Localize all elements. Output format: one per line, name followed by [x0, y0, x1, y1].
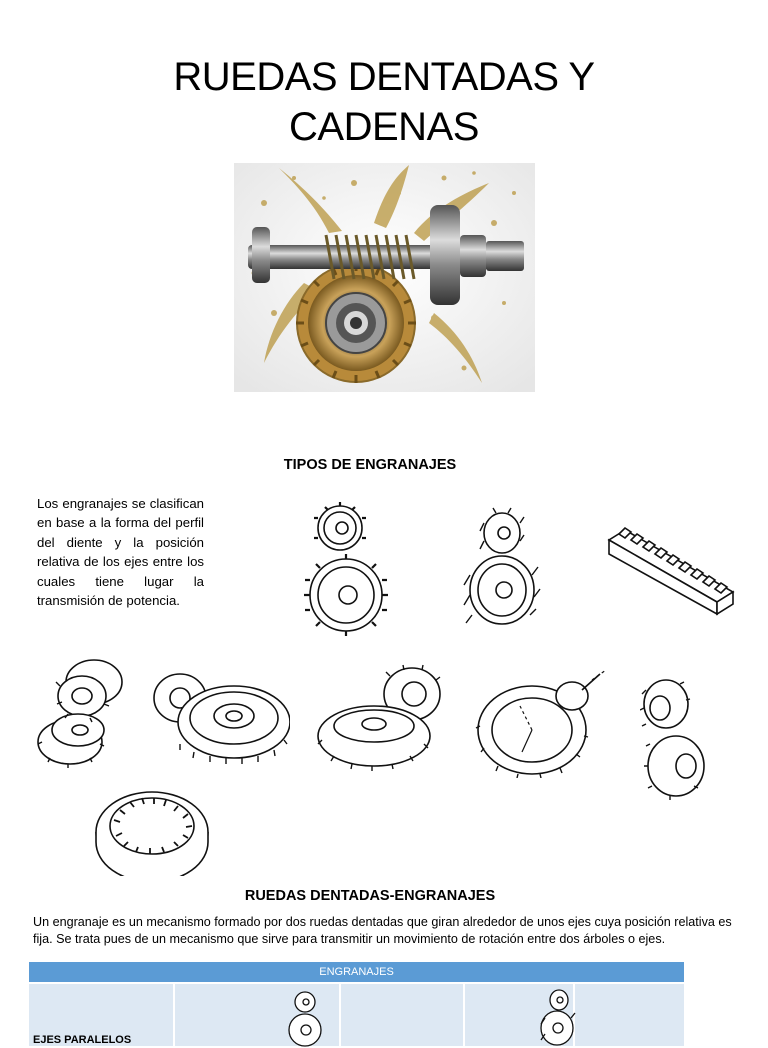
title-line-2: CADENAS [289, 105, 479, 149]
engranajes-table: ENGRANAJES EJES PARALELOS [29, 962, 685, 1047]
bevel-gears-drawing-1 [37, 659, 123, 768]
spur-gears-drawing [304, 502, 388, 636]
crossed-helical-gears-drawing [640, 679, 705, 800]
small-spur-gear-drawing [288, 991, 322, 1047]
section-heading-tipos: TIPOS DE ENGRANAJES [283, 457, 457, 473]
row-label-ejes-paralelos: EJES PARALELOS [29, 984, 175, 1046]
table-cell-empty-1 [340, 984, 465, 1046]
rack-gear-drawing [607, 526, 735, 616]
hypoid-gears-drawing [475, 669, 606, 778]
definition-paragraph: Un engranaje es un mecanismo formado por… [33, 915, 732, 946]
bevel-gears-drawing-2 [153, 673, 290, 764]
table-cell-helical-gear [464, 984, 576, 1046]
table-cell-empty-2 [574, 984, 685, 1046]
table-header: ENGRANAJES [29, 962, 685, 982]
table-cell-spur-gear [174, 984, 341, 1047]
intro-paragraph: Los engranajes se clasifican en base a l… [37, 496, 204, 609]
helical-gears-drawing [463, 507, 541, 625]
worm-gear-photo [234, 163, 535, 392]
page-title: RUEDAS DENTADAS Y CADENAS [0, 52, 768, 152]
internal-gear-drawing [95, 791, 209, 876]
small-helical-gear-drawing [540, 989, 576, 1046]
bevel-gears-drawing-3 [317, 664, 441, 771]
section-heading-engranajes: RUEDAS DENTADAS-ENGRANAJES [244, 888, 496, 904]
title-line-1: RUEDAS DENTADAS Y [173, 55, 595, 99]
